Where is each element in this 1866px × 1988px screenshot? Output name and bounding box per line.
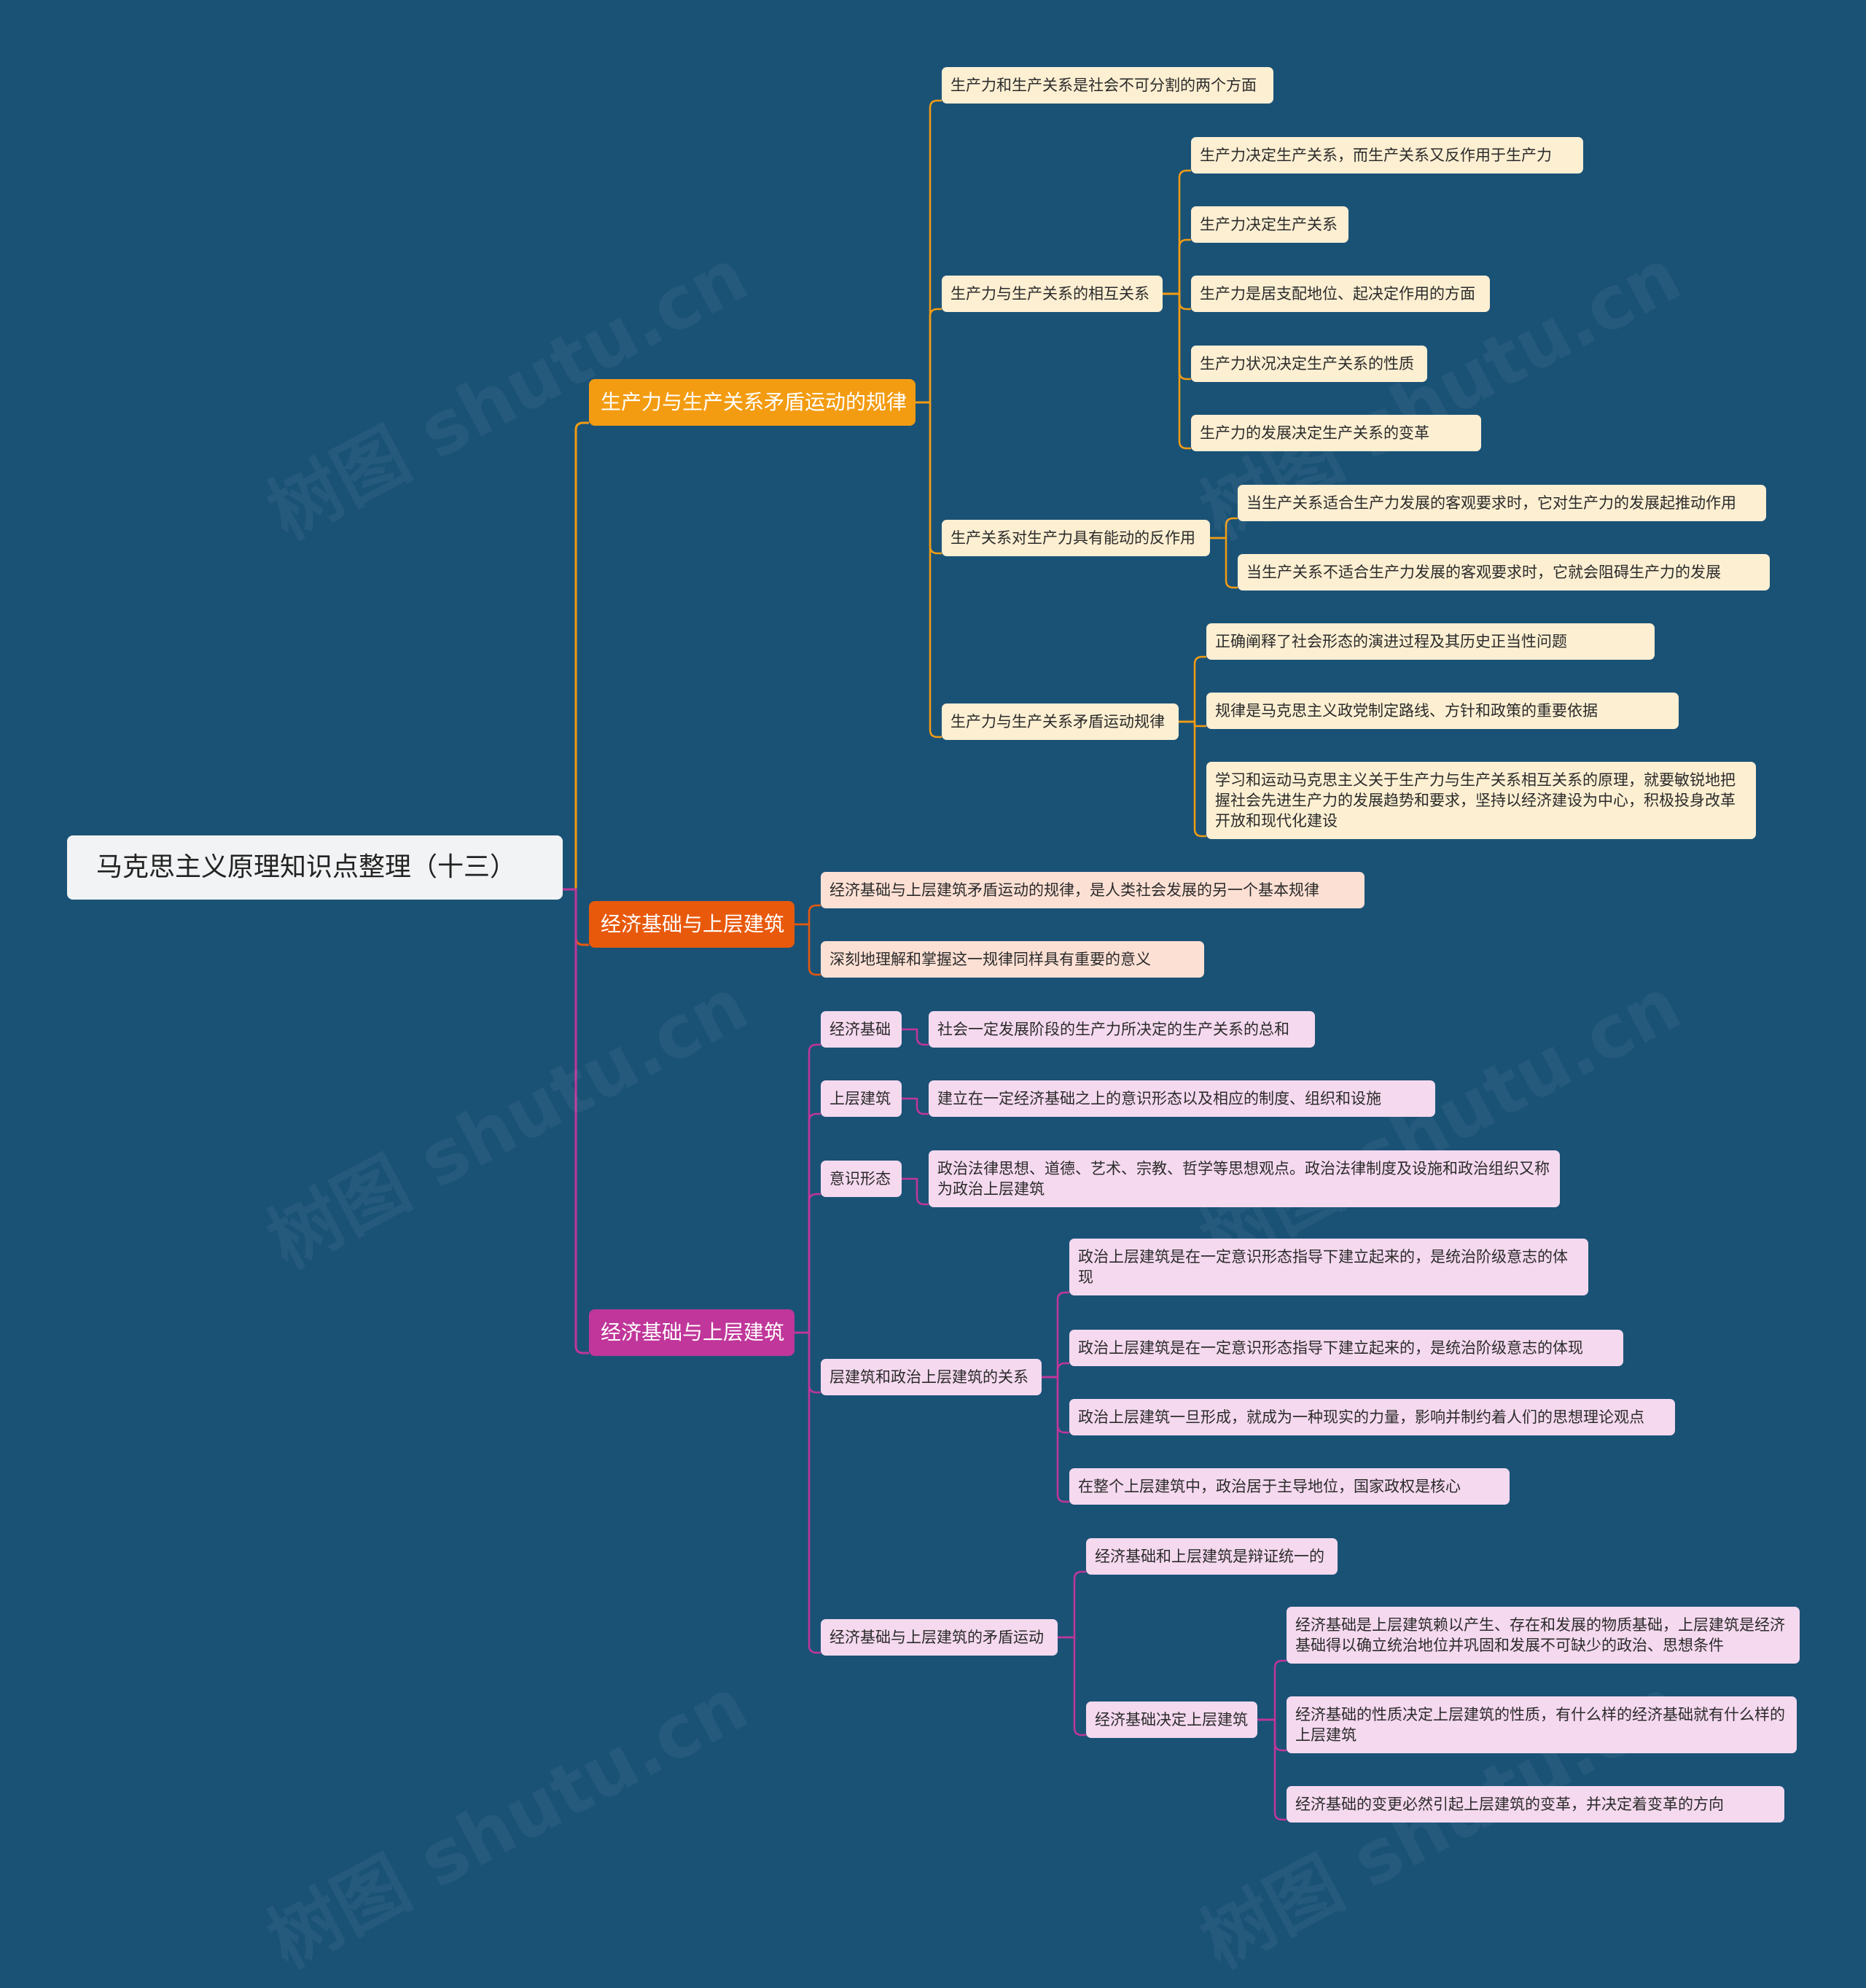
- topic-node[interactable]: 深刻地理解和掌握这一规律同样具有重要的意义: [821, 941, 1204, 978]
- connector-line: [1042, 1291, 1069, 1379]
- connector-line: [795, 1043, 821, 1334]
- topic-node[interactable]: 经济基础决定上层建筑: [1086, 1702, 1257, 1738]
- branch-economic-base[interactable]: 经济基础与上层建筑: [589, 901, 795, 948]
- connector-line: [1163, 292, 1191, 450]
- connector-line: [1179, 720, 1206, 838]
- topic-node[interactable]: 政治法律思想、道德、艺术、宗教、哲学等思想观点。政治法律制度及设施和政治组织又称…: [929, 1150, 1560, 1207]
- connector-line: [1179, 655, 1206, 723]
- topic-node[interactable]: 正确阐释了社会形态的演进过程及其历史正当性问题: [1206, 623, 1655, 660]
- connector-line: [1210, 537, 1238, 589]
- connector-line: [1163, 238, 1191, 295]
- topic-node[interactable]: 意识形态: [821, 1161, 902, 1197]
- connector-lines: [563, 99, 1287, 1821]
- topic-node[interactable]: 社会一定发展阶段的生产力所决定的生产关系的总和: [929, 1011, 1315, 1048]
- connector-line: [1042, 1376, 1069, 1503]
- connector-line: [795, 1193, 821, 1334]
- connector-line: [1163, 292, 1191, 311]
- topic-node[interactable]: 生产关系对生产力具有能动的反作用: [942, 520, 1210, 556]
- connector-line: [916, 401, 942, 555]
- topic-node[interactable]: 规律是马克思主义政党制定路线、方针和政策的重要依据: [1206, 693, 1679, 729]
- topic-node[interactable]: 上层建筑: [821, 1080, 902, 1117]
- topic-node[interactable]: 生产力决定生产关系，而生产关系又反作用于生产力: [1191, 137, 1583, 174]
- topic-node[interactable]: 政治上层建筑是在一定意识形态指导下建立起来的，是统治阶级意志的体现: [1069, 1330, 1623, 1366]
- topic-node[interactable]: 政治上层建筑一旦形成，就成为一种现实的力量，影响并制约着人们的思想理论观点: [1069, 1399, 1675, 1435]
- connector-line: [916, 99, 942, 404]
- connector-line: [795, 1331, 821, 1394]
- connector-line: [1058, 1570, 1086, 1639]
- topic-node[interactable]: 学习和运动马克思主义关于生产力与生产关系相互关系的原理，就要敏锐地把握社会先进生…: [1206, 762, 1756, 839]
- connector-line: [916, 401, 942, 738]
- topic-node[interactable]: 生产力是居支配地位、起决定作用的方面: [1191, 276, 1490, 312]
- connector-line: [1058, 1636, 1086, 1736]
- topic-node[interactable]: 经济基础: [821, 1011, 902, 1048]
- root-topic[interactable]: 马克思主义原理知识点整理（十三）: [67, 835, 563, 900]
- topic-node[interactable]: 生产力和生产关系是社会不可分割的两个方面: [942, 67, 1273, 104]
- connector-line: [1042, 1362, 1069, 1379]
- connector-line: [1257, 1718, 1287, 1752]
- topic-node[interactable]: 经济基础与上层建筑的矛盾运动: [821, 1619, 1058, 1656]
- topic-node[interactable]: 生产力与生产关系矛盾运动规律: [942, 703, 1179, 740]
- connector-line: [795, 1331, 821, 1654]
- topic-node[interactable]: 当生产关系适合生产力发展的客观要求时，它对生产力的发展起推动作用: [1238, 485, 1766, 521]
- topic-node[interactable]: 生产力状况决定生产关系的性质: [1191, 346, 1427, 382]
- topic-node[interactable]: 当生产关系不适合生产力发展的客观要求时，它就会阻碍生产力的发展: [1238, 554, 1770, 590]
- branch-productivity-relations[interactable]: 生产力与生产关系矛盾运动的规律: [589, 379, 916, 426]
- topic-node[interactable]: 经济基础的性质决定上层建筑的性质，有什么样的经济基础就有什么样的上层建筑: [1287, 1696, 1797, 1753]
- connector-line: [1257, 1718, 1287, 1821]
- topic-node[interactable]: 经济基础与上层建筑矛盾运动的规律，是人类社会发展的另一个基本规律: [821, 872, 1365, 908]
- topic-node[interactable]: 经济基础和上层建筑是辩证统一的: [1086, 1538, 1338, 1575]
- topic-node[interactable]: 建立在一定经济基础之上的意识形态以及相应的制度、组织和设施: [929, 1080, 1435, 1117]
- connector-line: [1210, 517, 1238, 539]
- connector-line: [1042, 1376, 1069, 1434]
- connector-line: [916, 308, 942, 404]
- topic-node[interactable]: 政治上层建筑是在一定意识形态指导下建立起来的，是统治阶级意志的体现: [1069, 1239, 1588, 1295]
- connector-line: [563, 888, 589, 1354]
- connector-line: [902, 1028, 929, 1046]
- branch-superstructure[interactable]: 经济基础与上层建筑: [589, 1309, 795, 1356]
- connector-line: [1163, 292, 1191, 381]
- connector-line: [902, 1177, 929, 1206]
- connector-line: [795, 904, 821, 926]
- topic-node[interactable]: 生产力决定生产关系: [1191, 206, 1348, 243]
- connector-line: [795, 923, 821, 976]
- topic-node[interactable]: 层建筑和政治上层建筑的关系: [821, 1359, 1042, 1395]
- topic-node[interactable]: 生产力与生产关系的相互关系: [942, 276, 1163, 312]
- topic-node[interactable]: 经济基础的变更必然引起上层建筑的变革，并决定着变革的方向: [1287, 1786, 1784, 1823]
- connector-line: [563, 421, 589, 891]
- connector-line: [795, 1112, 821, 1334]
- connector-line: [1163, 169, 1191, 295]
- topic-node[interactable]: 在整个上层建筑中，政治居于主导地位，国家政权是核心: [1069, 1468, 1510, 1505]
- topic-node[interactable]: 经济基础是上层建筑赖以产生、存在和发展的物质基础，上层建筑是经济基础得以确立统治…: [1287, 1607, 1800, 1664]
- topic-node[interactable]: 生产力的发展决定生产关系的变革: [1191, 415, 1481, 451]
- connector-line: [1257, 1659, 1287, 1721]
- connector-line: [902, 1097, 929, 1115]
